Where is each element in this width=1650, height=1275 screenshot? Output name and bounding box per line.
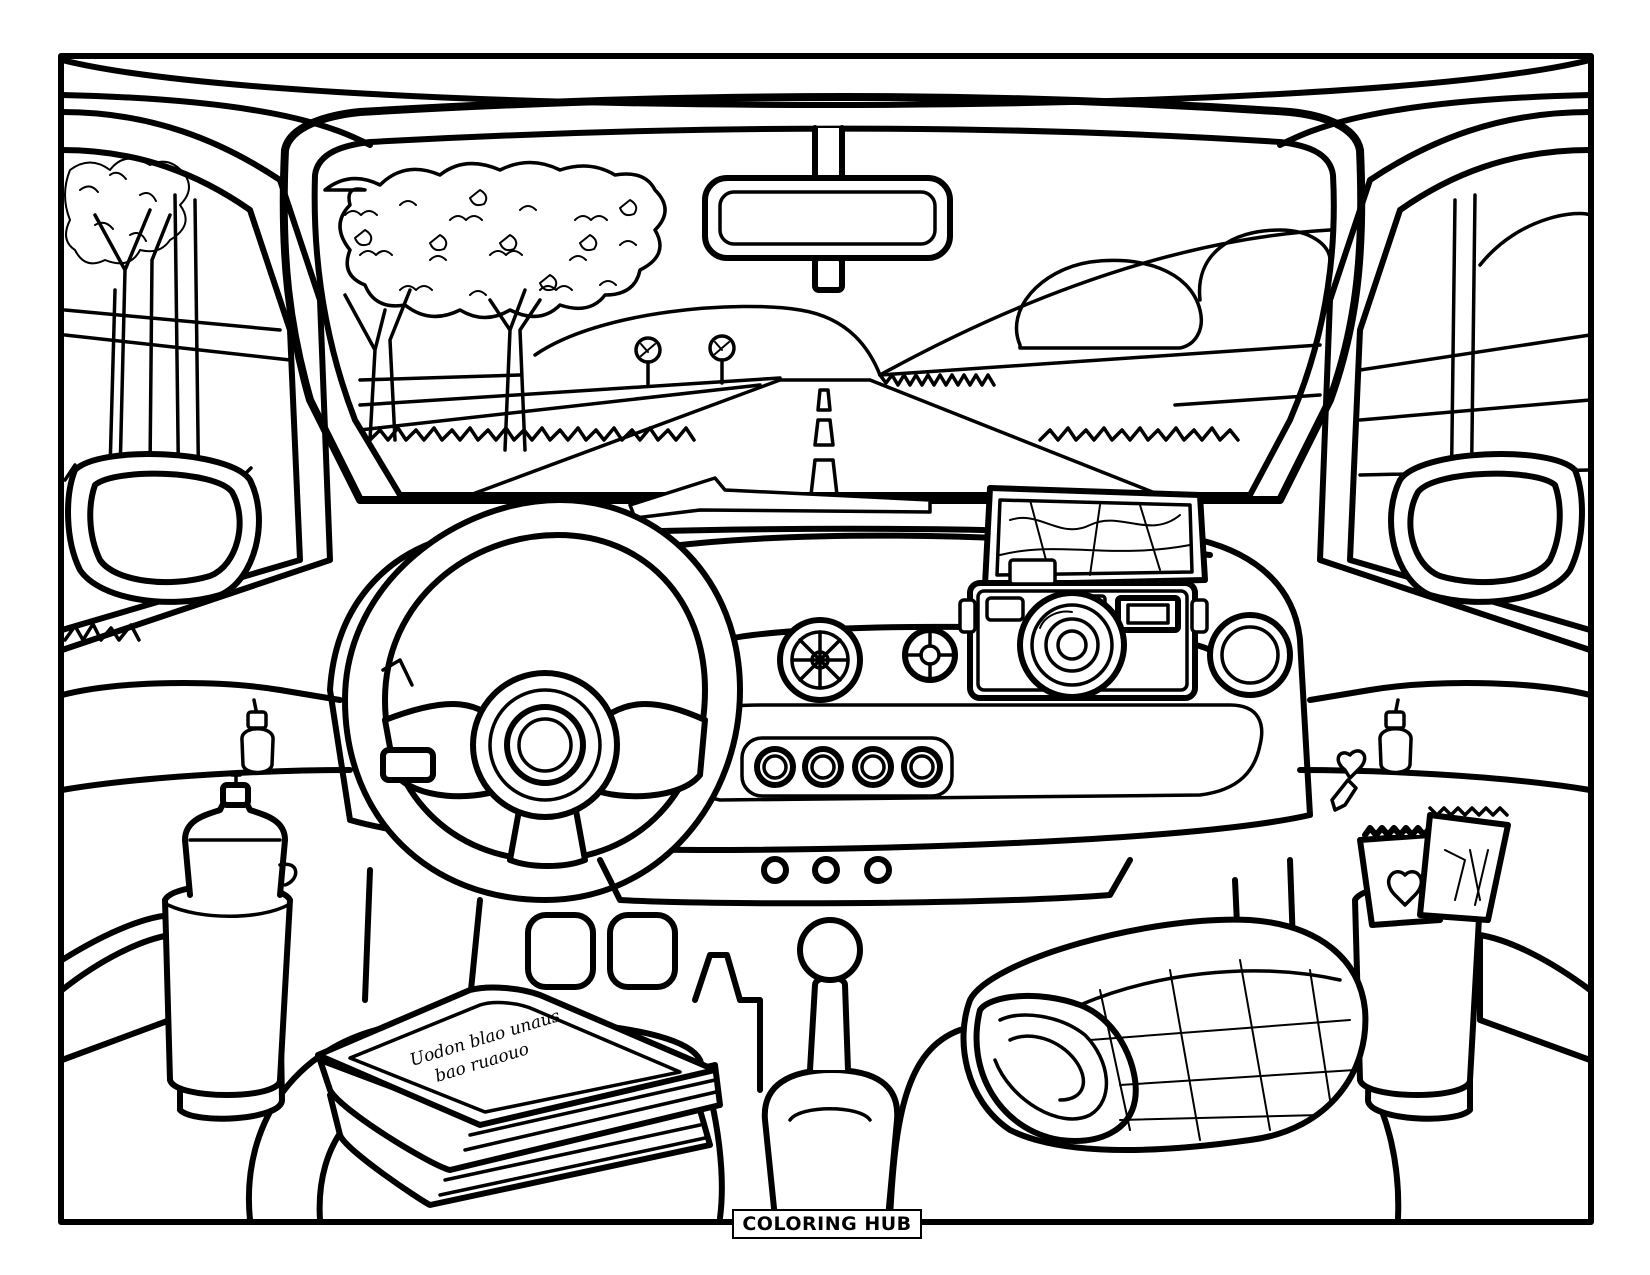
dash-button (761, 856, 789, 884)
gear-shifter (761, 917, 901, 1221)
windshield (279, 93, 1366, 520)
folded-blanket (960, 916, 1369, 1153)
road-sign-icon (634, 336, 662, 387)
right-side-mirror (1388, 451, 1585, 605)
road-sign-icon (708, 334, 736, 385)
climate-controls (740, 736, 954, 798)
steering-wheel (342, 497, 743, 903)
snack-packs (1357, 806, 1511, 928)
air-vent (902, 627, 958, 683)
heart-icon (1387, 870, 1423, 907)
left-cup-holder (162, 882, 293, 1098)
clouds (1014, 228, 1332, 350)
air-vent (777, 617, 863, 703)
dash-button (812, 856, 840, 884)
left-side-window (59, 109, 333, 653)
keychain-charm (1330, 698, 1413, 812)
book-stack: Uodon blao unaus bao ruaouo (315, 984, 723, 1208)
right-side-window (1317, 109, 1593, 653)
rear-view-mirror (702, 125, 953, 293)
left-window-trees (64, 157, 190, 477)
dash-button (864, 856, 892, 884)
road (468, 378, 1162, 497)
brand-badge: COLORING HUB (732, 1209, 922, 1239)
water-bottle-icon (182, 773, 298, 898)
windshield-trees (323, 160, 667, 452)
camera-icon (958, 558, 1209, 701)
left-side-mirror (65, 451, 262, 605)
windshield-wiper (628, 476, 932, 520)
keychain-charm (240, 698, 275, 775)
air-vent (1207, 612, 1293, 698)
brand-label: COLORING HUB (742, 1213, 912, 1235)
landscape-hills (358, 228, 1332, 432)
